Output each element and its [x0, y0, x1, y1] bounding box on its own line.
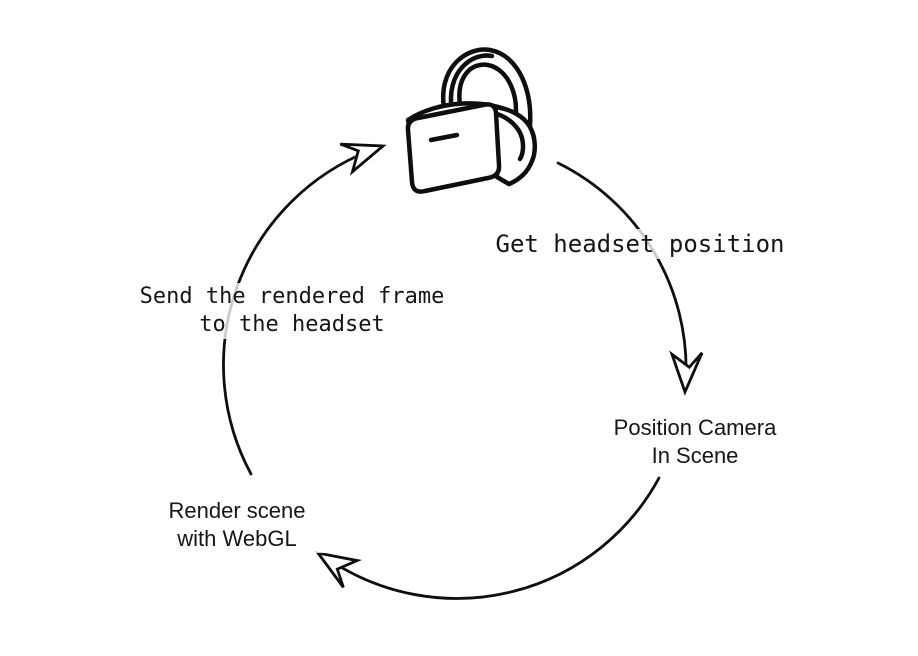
- label-line: Render scene: [168, 498, 306, 523]
- label-line: Position Camera: [613, 415, 777, 440]
- arrowhead-up-right-icon: [339, 142, 387, 176]
- arc-camera-to-render: [329, 476, 661, 600]
- label-position-camera-in-scene: Position Camera In Scene: [575, 414, 815, 470]
- label-line: In Scene: [651, 443, 739, 468]
- label-line: with WebGL: [177, 526, 297, 551]
- arrowhead-up-left-icon: [314, 550, 362, 589]
- label-line: Send the rendered frame: [139, 284, 445, 309]
- headset-pad-curve: [494, 111, 526, 162]
- headset-strap-seam: [448, 53, 495, 115]
- arc-headset-to-camera: [556, 161, 688, 379]
- label-line: Get headset position: [495, 230, 785, 258]
- headset-front-slit: [428, 132, 460, 143]
- label-get-headset-position: Get headset position: [480, 229, 800, 259]
- arrowhead-down-icon: [669, 350, 704, 396]
- headset-front-face: [405, 102, 502, 194]
- label-render-scene-with-webgl: Render scene with WebGL: [117, 497, 357, 553]
- headset-side-panel: [490, 104, 537, 187]
- label-line: to the headset: [199, 312, 385, 337]
- label-send-rendered-frame: Send the rendered frame to the headset: [122, 283, 462, 339]
- vr-headset-icon: [405, 47, 537, 194]
